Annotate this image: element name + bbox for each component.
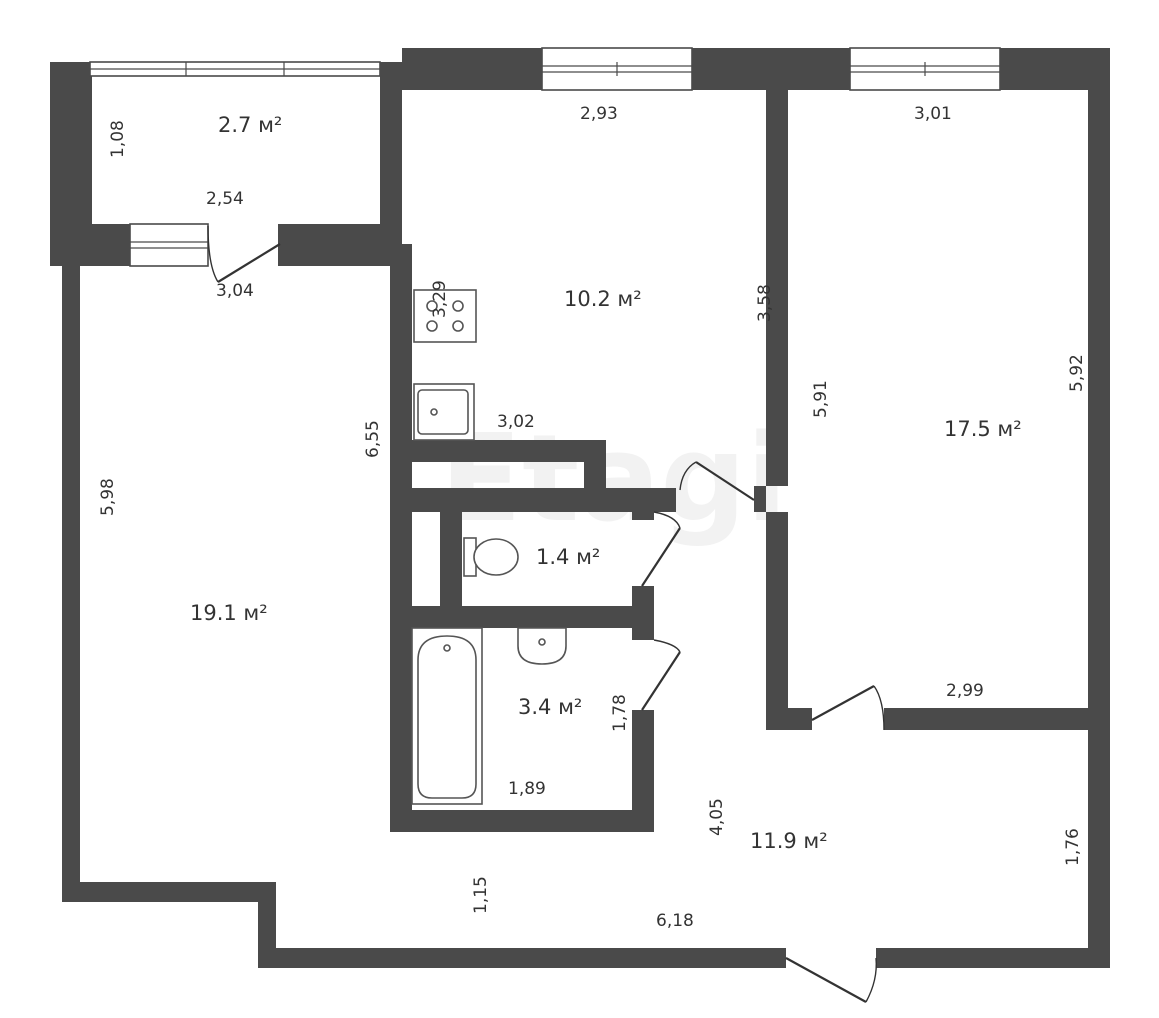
wall	[766, 708, 812, 730]
toilet-area: 1.4 м²	[536, 545, 600, 569]
dimension-label: 3,58	[755, 284, 775, 322]
hall-area: 11.9 м²	[750, 829, 828, 853]
dimension-label: 5,91	[811, 380, 831, 418]
wall	[278, 224, 402, 266]
wall	[62, 882, 276, 902]
wall	[766, 512, 788, 730]
wall	[876, 948, 1110, 968]
dimension-label: 3,29	[430, 280, 450, 318]
wall	[390, 810, 654, 832]
door-bedroom	[811, 685, 885, 731]
dimension-label: 1,76	[1063, 828, 1083, 866]
dimension-label: 2,54	[206, 189, 244, 209]
wall	[390, 244, 412, 832]
dimension-label: 1,08	[108, 120, 128, 158]
dimension-labels: 1,08 2,54 2,93 3,58 3,29 3,02 3,01 5,92 …	[98, 104, 1087, 931]
window-kitchen	[541, 47, 693, 91]
dimension-label: 3,01	[914, 104, 952, 124]
living-area: 19.1 м²	[190, 601, 268, 625]
door-balcony	[207, 225, 281, 283]
wall	[1088, 48, 1110, 968]
dimension-label: 5,98	[98, 478, 118, 516]
wall	[632, 710, 654, 832]
door-kitchen	[679, 461, 755, 501]
fixtures	[411, 289, 567, 805]
wall	[258, 882, 276, 968]
wall	[754, 486, 766, 512]
washbasin-icon	[517, 627, 567, 665]
window-bedroom	[849, 47, 1001, 91]
dimension-label: 3,04	[216, 281, 254, 301]
walls	[50, 48, 1110, 968]
wall	[884, 708, 1110, 730]
wall	[412, 440, 606, 462]
window-living	[129, 223, 209, 267]
dimension-label: 1,15	[471, 876, 491, 914]
dimension-label: 6,55	[363, 420, 383, 458]
bedroom-area: 17.5 м²	[944, 417, 1022, 441]
dimension-label: 1,78	[610, 694, 630, 732]
dimension-label: 4,05	[707, 798, 727, 836]
wall	[402, 48, 1110, 90]
wall	[380, 62, 402, 244]
window-balcony	[89, 61, 381, 77]
wall	[632, 586, 654, 640]
bathroom-area: 3.4 м²	[518, 695, 582, 719]
dimension-label: 6,18	[656, 911, 694, 931]
sink-icon	[413, 383, 475, 441]
dimension-label: 2,93	[580, 104, 618, 124]
dimension-label: 3,02	[497, 412, 535, 432]
doors	[207, 225, 885, 1003]
wall	[412, 606, 634, 628]
kitchen-area: 10.2 м²	[564, 287, 642, 311]
wall	[766, 90, 788, 486]
watermark: Etagi	[440, 410, 787, 549]
bathtub-icon	[411, 627, 483, 805]
wall	[62, 244, 80, 902]
stove-icon	[413, 289, 477, 343]
wall	[258, 948, 786, 968]
door-entrance	[785, 957, 877, 1003]
door-bathroom	[641, 639, 681, 711]
balcony-area: 2.7 м²	[218, 113, 282, 137]
dimension-label: 5,92	[1067, 354, 1087, 392]
dimension-label: 1,89	[508, 779, 546, 799]
wall	[412, 488, 676, 512]
door-toilet	[641, 511, 681, 587]
toilet-icon	[463, 537, 519, 577]
windows	[89, 47, 1001, 267]
wall	[632, 512, 654, 520]
wall	[50, 62, 92, 244]
wall	[440, 512, 462, 608]
dimension-label: 2,99	[946, 681, 984, 701]
room-labels: 2.7 м² 10.2 м² 17.5 м² 19.1 м² 1.4 м² 3.…	[190, 113, 1022, 853]
